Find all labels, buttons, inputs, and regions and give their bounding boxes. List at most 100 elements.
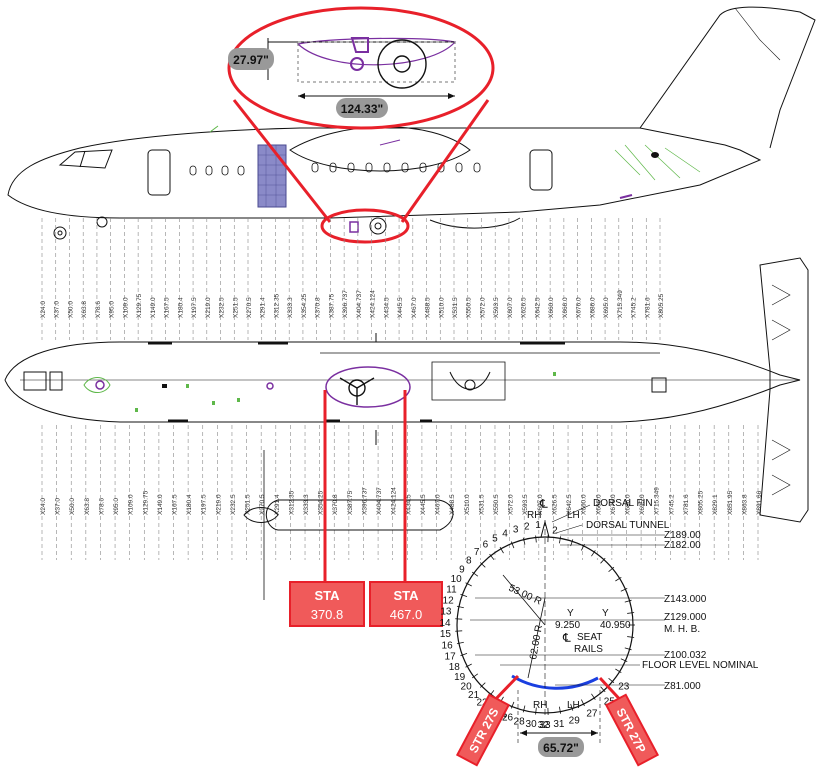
- side-station-label: X467.0: [411, 297, 418, 318]
- dorsal-fin-shape: [540, 520, 550, 538]
- stringer-number: 14: [439, 618, 451, 629]
- stringer-number: 2: [552, 526, 558, 537]
- z81-label: Z81.000: [664, 681, 701, 692]
- dorsal-fin-label: DORSAL FIN: [593, 498, 653, 509]
- section-tick: [591, 693, 596, 700]
- tail-detail-green: [614, 144, 701, 181]
- side-antenna-circle-inner: [374, 222, 382, 230]
- plan-station-label: X333.3: [303, 494, 310, 515]
- sta-box-value: 467.0: [390, 607, 423, 622]
- radius-line-62: [527, 597, 546, 679]
- stringer-number: 8: [466, 555, 472, 566]
- plan-nose-box: [49, 371, 63, 391]
- plan-station-label: X354.25: [318, 490, 325, 515]
- stringer-number: 3: [513, 524, 519, 535]
- rh-top-label: RH: [527, 510, 541, 521]
- stringer-number: 5: [492, 533, 498, 544]
- z100-label: Z100.032: [664, 650, 707, 661]
- sta-box-value: 370.8: [311, 607, 344, 622]
- tail-antenna: [619, 194, 633, 199]
- stringer-number: 19: [454, 672, 466, 683]
- sta-callout-lines: [323, 390, 407, 582]
- plan-station-label: X445.5: [420, 494, 427, 515]
- side-station-label: X109.0: [122, 297, 129, 318]
- antenna: [379, 139, 401, 146]
- nose-wheel: [53, 226, 67, 240]
- section-tick: [499, 546, 504, 554]
- zoom-antenna-inner: [393, 55, 411, 73]
- plan-marker: [162, 384, 167, 388]
- side-station-label: X197.5: [191, 297, 198, 318]
- radius-line-53: [502, 574, 546, 626]
- doubler-hatch: [258, 145, 286, 207]
- side-station-label: X666.0: [562, 297, 569, 318]
- sta-box-title: STA: [393, 588, 419, 603]
- tail-marker: [651, 152, 659, 158]
- side-station-label: X686.0: [589, 297, 596, 318]
- stringer-number: 9: [459, 564, 465, 575]
- lh-top-label: LH: [567, 510, 580, 521]
- side-station-label: X781.6: [644, 297, 651, 318]
- plan-station-label: X666.0: [595, 494, 602, 515]
- side-station-label: X180.4: [177, 297, 184, 318]
- section-tick: [615, 576, 622, 582]
- section-tick: [627, 636, 635, 638]
- width-label: 124.33": [341, 102, 383, 116]
- plan-station-label: X129.75: [142, 490, 149, 515]
- plan-station-label: X626.5: [551, 494, 558, 515]
- height-label-pill: [228, 48, 274, 70]
- side-station-label: X387.75: [328, 293, 335, 318]
- stringer-number: 20: [461, 681, 473, 692]
- side-station-label: X745.2: [631, 297, 638, 318]
- plan-station-label: X593.5: [522, 494, 529, 515]
- side-station-label: X642.5: [534, 297, 541, 318]
- sta-box-title: STA: [314, 588, 340, 603]
- plan-station-label: X488.5: [449, 494, 456, 515]
- plan-station-label: X50.0: [69, 498, 76, 515]
- side-station-label: X626.5: [521, 297, 528, 318]
- str-27s-box: STR 27S: [455, 693, 511, 767]
- plan-station-label: X434.5: [405, 494, 412, 515]
- plan-station-label: X550.5: [493, 494, 500, 515]
- plan-station-label: X510.0: [464, 494, 471, 515]
- aft-door: [529, 149, 553, 191]
- z182-label: Z182.00: [664, 540, 701, 551]
- sta-box-2: STA 467.0: [369, 581, 443, 627]
- plan-antenna: [339, 377, 375, 405]
- plan-station-label: X370.8: [332, 494, 339, 515]
- z189-label: Z189.00: [664, 530, 701, 541]
- section-tick: [460, 593, 468, 597]
- zoom-line-right: [400, 99, 490, 223]
- plan-station-label: X686.0: [624, 494, 631, 515]
- side-station-label: X24.0: [40, 301, 47, 318]
- stringer-number: 21: [468, 690, 480, 701]
- plan-station-label: X781.6: [683, 494, 690, 515]
- plan-station-label: X715.349: [654, 487, 661, 515]
- plan-station-label: X424.124: [391, 487, 398, 515]
- plan-station-label: X387.75: [347, 490, 354, 515]
- stringer-number: 13: [440, 607, 452, 618]
- centerline-symbol-seat: ℄: [562, 631, 571, 645]
- side-station-label: X37.0: [54, 301, 61, 318]
- side-station-label: X129.75: [136, 293, 143, 318]
- horizontal-tail: [759, 257, 809, 523]
- side-antenna-circle: [369, 217, 387, 235]
- stringer-number: 16: [442, 640, 454, 651]
- aft-access-panel: [651, 377, 667, 393]
- plan-station-label: X180.4: [186, 494, 193, 515]
- stringer-number: 10: [451, 574, 463, 585]
- y-right-value: 40.950: [600, 620, 631, 631]
- section-tick: [600, 686, 606, 693]
- side-station-label: X251.5: [232, 297, 239, 318]
- plan-station-label: X396.737: [361, 487, 368, 515]
- dorsal-tunnel-leader: [555, 524, 583, 534]
- section-tick: [522, 537, 526, 545]
- stringer-numbers: 1234567891011121314151617181920212223242…: [439, 520, 629, 731]
- section-tick: [510, 541, 515, 549]
- plan-station-label: X660.0: [581, 494, 588, 515]
- plan-station-label: X805.25: [698, 490, 705, 515]
- stringer-number: 23: [618, 682, 630, 693]
